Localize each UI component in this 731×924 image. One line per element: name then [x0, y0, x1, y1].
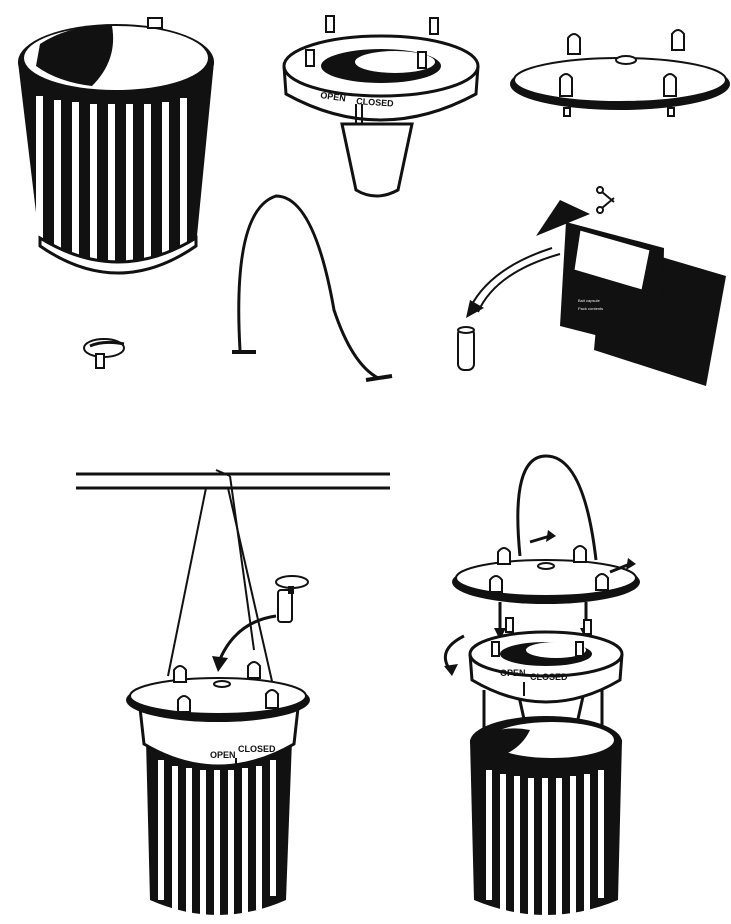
- bait-packet-part: Bait capsule Pack contents: [458, 187, 726, 386]
- assembled-trap: OPEN CLOSED: [76, 470, 390, 920]
- hanging-wire-part: [232, 196, 392, 380]
- exploded-trap: OPEN CLOSED: [444, 456, 640, 922]
- exploded-open-label: OPEN: [500, 668, 526, 678]
- hanging-plate-part: [510, 30, 730, 116]
- assembled-open-label: OPEN: [210, 750, 236, 760]
- funnel-lid-part: OPEN CLOSED: [284, 16, 478, 196]
- exploded-closed-label: CLOSED: [530, 672, 568, 682]
- packet-line-2: Pack contents: [578, 306, 603, 311]
- assembled-closed-label: CLOSED: [238, 744, 276, 754]
- packet-line-1: Bait capsule: [578, 298, 601, 303]
- knob-cap-part: [84, 339, 124, 368]
- slotted-canister-part: [18, 18, 214, 278]
